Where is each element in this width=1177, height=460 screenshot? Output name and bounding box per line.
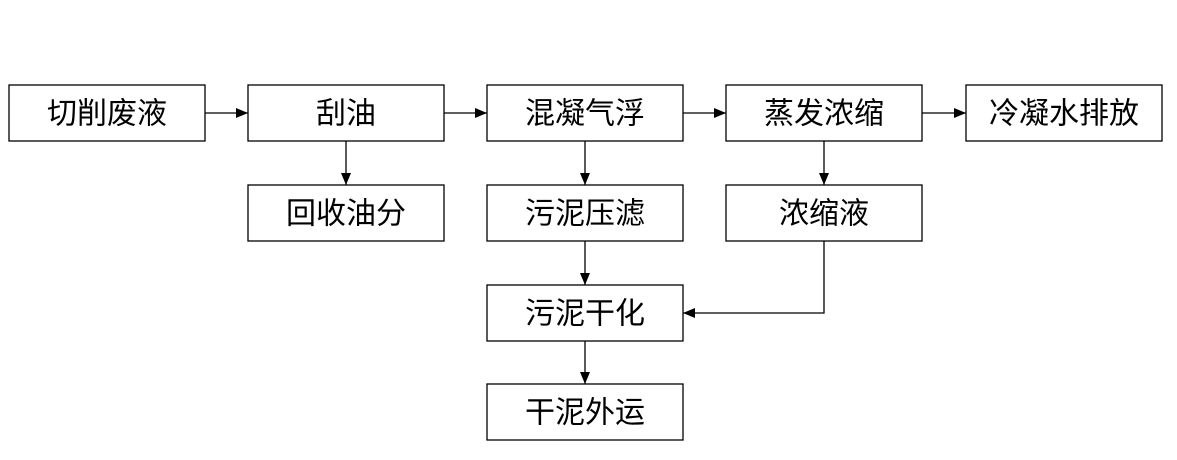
node-box <box>725 84 923 142</box>
node-flotation: 混凝气浮 <box>486 84 684 142</box>
node-condensate: 冷凝水排放 <box>965 84 1163 142</box>
node-label: 冷凝水排放 <box>989 97 1139 132</box>
node-box <box>486 84 684 142</box>
connectors <box>205 108 966 384</box>
node-cutting-fluid: 切削废液 <box>8 84 206 142</box>
node-box <box>486 383 684 441</box>
node-label: 混凝气浮 <box>525 97 645 132</box>
node-box <box>486 184 684 242</box>
node-label: 刮油 <box>316 97 376 132</box>
node-label: 切削废液 <box>47 97 167 132</box>
node-label: 污泥干化 <box>525 297 645 332</box>
node-box <box>965 84 1163 142</box>
node-label: 浓缩液 <box>779 197 869 232</box>
node-box <box>486 284 684 342</box>
node-concentrate: 浓缩液 <box>725 184 923 242</box>
node-sludge-dry: 污泥干化 <box>486 284 684 342</box>
node-oil-recovery: 回收油分 <box>247 184 445 242</box>
arrow-concentrate-to-sludge-dry <box>683 241 825 318</box>
node-sludge-press: 污泥压滤 <box>486 184 684 242</box>
node-evaporation: 蒸发浓缩 <box>725 84 923 142</box>
node-sludge-out: 干泥外运 <box>486 383 684 441</box>
node-skim-oil: 刮油 <box>247 84 445 142</box>
node-label: 干泥外运 <box>525 396 645 431</box>
node-label: 污泥压滤 <box>525 197 645 232</box>
node-box <box>725 184 923 242</box>
node-label: 蒸发浓缩 <box>764 97 884 132</box>
node-label: 回收油分 <box>286 197 406 232</box>
node-box <box>247 184 445 242</box>
node-box <box>8 84 206 142</box>
node-box <box>247 84 445 142</box>
